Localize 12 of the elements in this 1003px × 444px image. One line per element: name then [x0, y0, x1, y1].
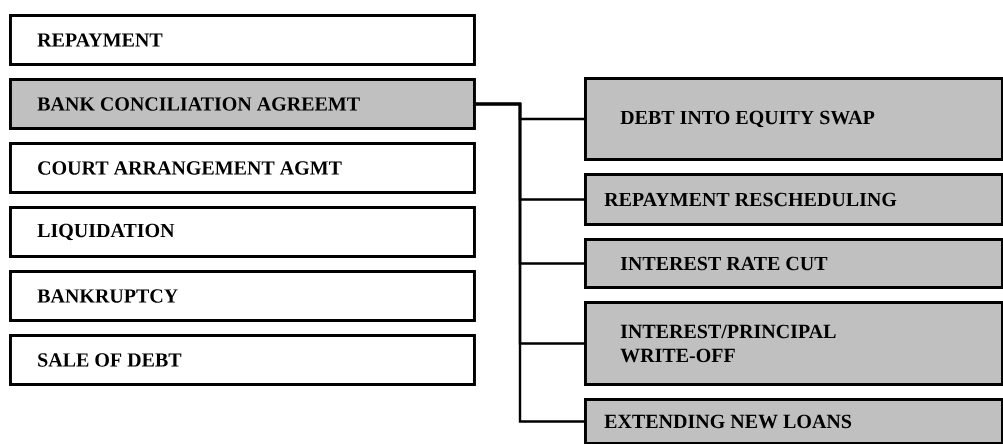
option-box: REPAYMENT RESCHEDULING — [584, 173, 1003, 226]
option-box: BANK CONCILIATION AGREEMT — [9, 78, 476, 130]
option-box: BANKRUPTCY — [9, 270, 476, 322]
option-box: COURT ARRANGEMENT AGMT — [9, 142, 476, 194]
option-box: DEBT INTO EQUITY SWAP — [584, 77, 1003, 161]
option-box: SALE OF DEBT — [9, 334, 476, 386]
connector — [475, 102, 584, 423]
option-box: INTEREST RATE CUT — [584, 238, 1003, 289]
option-box: LIQUIDATION — [9, 206, 476, 258]
option-box: REPAYMENT — [9, 14, 476, 66]
option-box: INTEREST/PRINCIPAL WRITE-OFF — [584, 301, 1003, 386]
option-box: EXTENDING NEW LOANS — [584, 398, 1003, 444]
